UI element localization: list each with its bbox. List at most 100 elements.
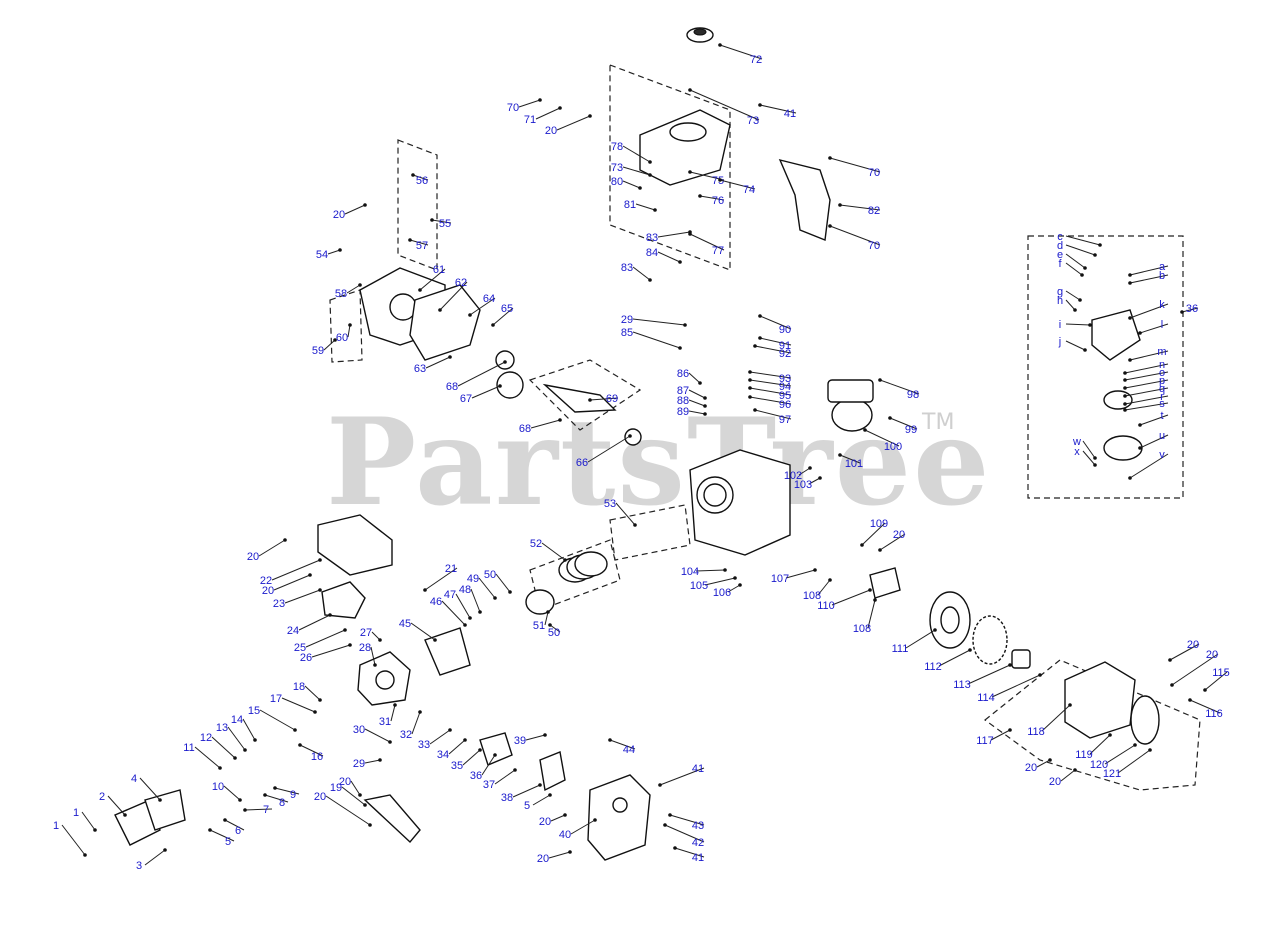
leader-dot (1083, 348, 1087, 352)
callout-label: i (1059, 319, 1061, 331)
leader-line (688, 410, 706, 415)
leader-dot (1080, 273, 1084, 277)
callout-label: e (1057, 249, 1063, 261)
callout-c20k: 20 (314, 791, 372, 827)
callout-c20l: 20 (539, 813, 567, 828)
leader-line (991, 674, 1041, 698)
leader-dot (718, 178, 722, 182)
leader-line (759, 337, 792, 346)
leader-line (1129, 303, 1169, 319)
callout-c98: 98 (878, 378, 920, 401)
callout-label: a (1159, 261, 1166, 273)
leader-dot (1203, 688, 1207, 692)
callout-c76: 76 (698, 194, 724, 207)
callout-label: 35 (451, 760, 463, 772)
callout-label: 21 (445, 563, 457, 575)
leader-line (669, 814, 705, 826)
leader-line (657, 251, 681, 263)
callout-label: 20 (545, 125, 557, 137)
leader-line (1181, 307, 1199, 313)
callout-label: 112 (924, 661, 942, 673)
callout-label: 95 (779, 390, 791, 402)
leader-line (808, 477, 821, 485)
callout-c32: 32 (400, 710, 422, 741)
leader-line (749, 379, 792, 387)
leader-dot (633, 523, 637, 527)
leader-dot (1078, 298, 1082, 302)
callout-c16: 16 (298, 743, 324, 763)
leader-dot (1123, 386, 1127, 390)
callout-label: b (1159, 270, 1165, 282)
leader-dot (498, 384, 502, 388)
callout-label: 5 (225, 836, 231, 848)
leader-dot (83, 853, 87, 857)
callout-c49: 49 (467, 573, 497, 600)
leader-dot (663, 823, 667, 827)
leader-line (1065, 323, 1091, 326)
leader-dot (548, 793, 552, 797)
leader-line (785, 569, 816, 579)
callout-c43: 43 (668, 813, 705, 832)
leader-dot (546, 610, 550, 614)
callout-c112: 112 (924, 648, 972, 673)
valve-frame (329, 289, 363, 363)
leader-dot (933, 628, 937, 632)
leader-line (889, 417, 918, 430)
callout-label: 82 (868, 205, 880, 217)
callout-label: w (1072, 436, 1081, 448)
callout-label: 73 (747, 115, 759, 127)
leader-dot (653, 208, 657, 212)
callout-label: 104 (681, 566, 699, 578)
leader-line (1124, 387, 1169, 397)
leader-dot (1170, 683, 1174, 687)
leader-dot (698, 381, 702, 385)
callout-label: 113 (953, 679, 971, 691)
callout-c41c: 41 (673, 846, 705, 864)
callout-label: 57 (416, 240, 428, 252)
leader-dot (683, 323, 687, 327)
callout-label: 94 (779, 381, 791, 393)
callout-label: 92 (779, 348, 791, 360)
leader-line (81, 811, 96, 831)
leader-dot (328, 613, 332, 617)
leader-line (1089, 734, 1111, 755)
callout-label: 24 (287, 625, 299, 637)
callout-label: 76 (712, 195, 724, 207)
leader-line (495, 573, 511, 593)
callout-label: 119 (1075, 749, 1093, 761)
leader-dot (1088, 323, 1092, 327)
leader-dot (758, 336, 762, 340)
leader-line (242, 718, 256, 741)
leader-dot (1093, 253, 1097, 257)
leader-dot (293, 728, 297, 732)
callout-label: 51 (533, 620, 545, 632)
callout-label: 55 (439, 218, 451, 230)
leader-line (1139, 323, 1169, 334)
leader-line (829, 225, 881, 246)
leader-line (719, 44, 763, 60)
callout-label: h (1057, 295, 1063, 307)
callout-label: 107 (771, 573, 789, 585)
leader-dot (463, 623, 467, 627)
leader-line (492, 307, 514, 326)
callout-label: 67 (460, 393, 472, 405)
leader-dot (463, 738, 467, 742)
leader-line (494, 769, 516, 785)
callout-c65: 65 (491, 303, 514, 327)
callout-c14: 14 (231, 714, 257, 742)
callout-c87: 87 (677, 385, 707, 400)
callout-c68b: 68 (519, 418, 562, 435)
leader-dot (588, 398, 592, 402)
callout-label: 99 (905, 424, 917, 436)
leader-dot (1128, 358, 1132, 362)
callout-label: d (1057, 240, 1063, 252)
leader-dot (1138, 423, 1142, 427)
callout-label: 68 (446, 381, 458, 393)
leader-line (455, 593, 471, 619)
callout-label: 14 (231, 714, 243, 726)
leader-dot (688, 232, 692, 236)
leader-dot (873, 598, 877, 602)
leader-line (1082, 450, 1096, 466)
callout-c20m: 20 (537, 850, 572, 865)
callout-c50b: 50 (548, 623, 561, 639)
